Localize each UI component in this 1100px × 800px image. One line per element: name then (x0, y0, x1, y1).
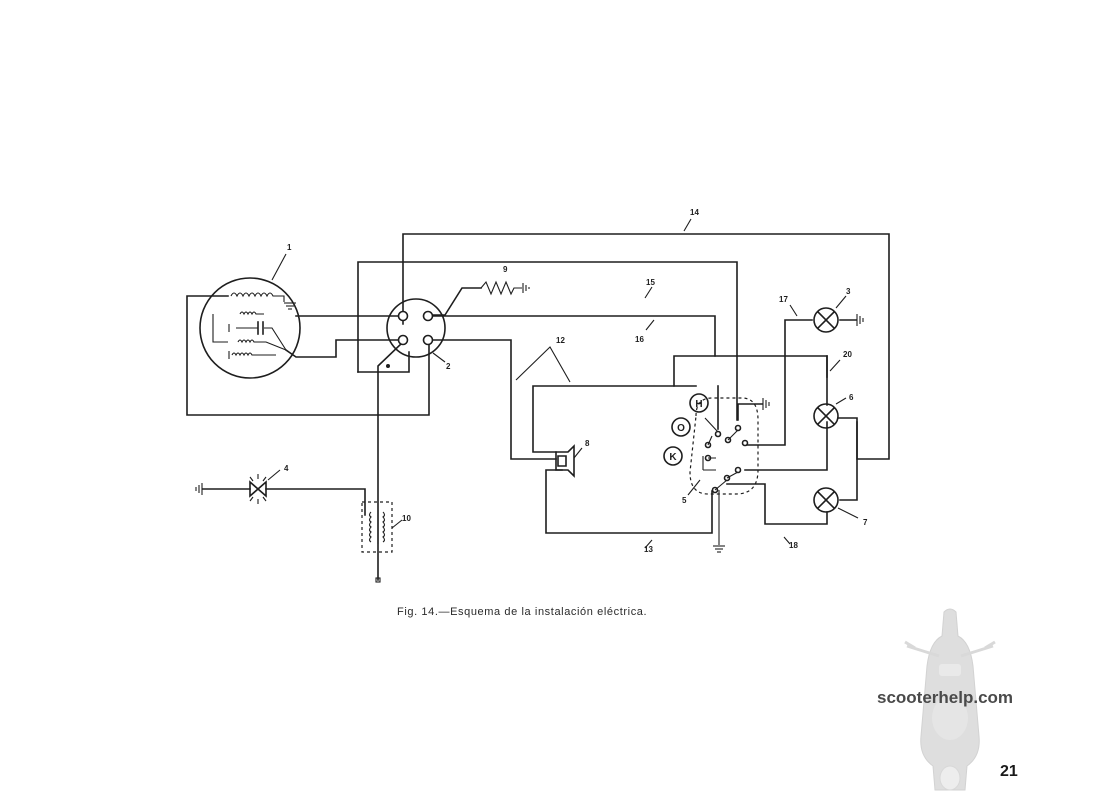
wire-13 (545, 469, 713, 534)
site-watermark-text: scooterhelp.com (877, 688, 1014, 707)
wire-magneto-lower (284, 339, 404, 358)
coil-2 (239, 311, 264, 316)
wire-12 (427, 339, 557, 460)
switch-position-o: O (671, 417, 691, 437)
label-1: 1 (287, 243, 292, 252)
label-7: 7 (863, 518, 868, 527)
label-wire-16: 16 (635, 335, 644, 344)
coil-1 (230, 292, 285, 302)
wire-12-branch (532, 385, 697, 453)
label-10: 10 (402, 514, 411, 523)
ground-symbol (522, 283, 530, 293)
label-3: 3 (846, 287, 851, 296)
switch-position-h: H (689, 393, 709, 413)
wire-14 (402, 233, 890, 460)
scooter-front-view-icon (904, 608, 996, 791)
switch-housing (689, 397, 759, 495)
wire-junction-base (357, 351, 410, 373)
wiring (186, 233, 890, 581)
component-1-magneto (199, 253, 301, 379)
figure-caption: Fig. 14.—Esquema de la instalación eléct… (397, 606, 648, 618)
label-wire-14: 14 (690, 208, 699, 217)
label-8: 8 (585, 439, 590, 448)
ground-symbol (284, 302, 296, 310)
component-6-lamp (813, 397, 847, 429)
label-wire-13: 13 (644, 545, 653, 554)
label-2: 2 (446, 362, 451, 371)
page-number: 21 (1000, 763, 1018, 780)
component-2-junction (386, 298, 446, 368)
label-6: 6 (849, 393, 854, 402)
wire-switch-ground (737, 403, 763, 421)
switch-label-h: H (695, 399, 702, 410)
component-10-coil (361, 501, 403, 583)
wire-ht-lead (377, 340, 405, 581)
wire-18 (726, 483, 828, 525)
switch-label-k: K (669, 452, 677, 463)
component-labels: 1 2 3 4 5 6 7 8 9 10 (284, 243, 868, 527)
resistor-9 (480, 280, 522, 296)
ground-symbol (856, 314, 864, 326)
label-wire-15: 15 (646, 278, 655, 287)
wire-12-leader (515, 346, 571, 383)
wire-magneto-outer (186, 295, 430, 416)
label-9: 9 (503, 265, 508, 274)
wire-lamp6-down (744, 421, 828, 471)
wire-15 (357, 261, 738, 421)
wire-resistor-9 (427, 287, 482, 316)
ground-symbol (195, 483, 203, 495)
wire-labels: 12 13 14 15 16 17 18 20 (556, 208, 852, 554)
coil-3 (237, 339, 287, 351)
wire-switch-top (673, 355, 828, 406)
component-5-light-switch (687, 397, 759, 496)
label-wire-18: 18 (789, 541, 798, 550)
component-3-lamp (813, 295, 847, 333)
label-wire-20: 20 (843, 350, 852, 359)
label-4: 4 (284, 464, 289, 473)
label-wire-12: 12 (556, 336, 565, 345)
component-8-horn (555, 444, 583, 478)
switch-label-o: O (677, 423, 685, 434)
label-wire-17: 17 (779, 295, 788, 304)
component-4-lamp (249, 469, 281, 504)
component-7-lamp (813, 487, 859, 519)
wire-16 (427, 315, 716, 357)
wire-lamp6-to-7 (837, 417, 858, 501)
label-5: 5 (682, 496, 687, 505)
ground-symbol (713, 490, 725, 553)
switch-position-k: K (663, 446, 683, 466)
wire-17 (744, 319, 813, 446)
condenser-wire (212, 314, 287, 351)
ground-symbol (762, 398, 770, 410)
coil-4 (231, 352, 276, 357)
wire-lamp4 (202, 488, 366, 516)
